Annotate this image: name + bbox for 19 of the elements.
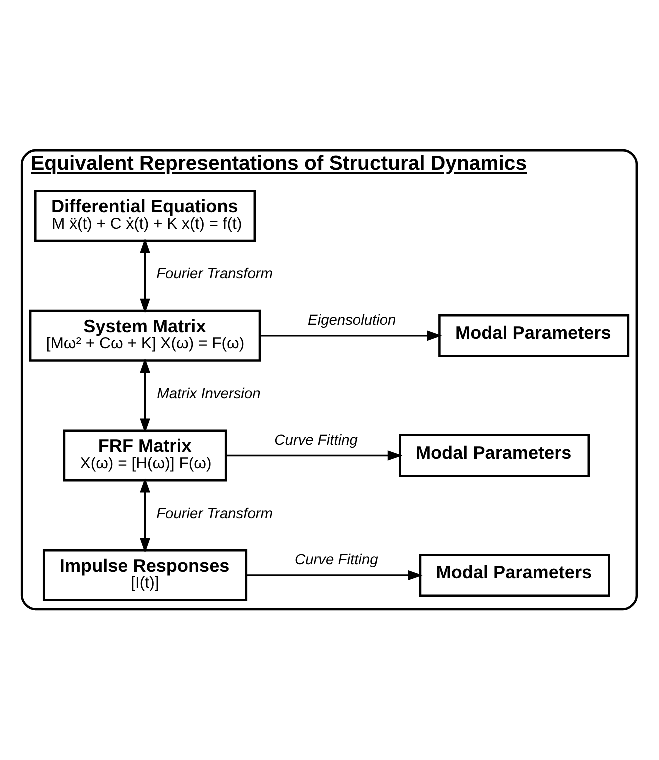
edge-label: Fourier Transform [156,506,274,522]
node-box: Modal Parameters [399,434,590,478]
arrow [226,450,403,461]
node-box: FRF Matrix X(ω) = [H(ω)] F(ω) [63,430,228,482]
edge-label: Matrix Inversion [157,386,261,403]
edge-label: Curve Fitting [295,552,378,569]
arrow [140,358,150,434]
arrow [140,238,150,314]
edge-label: Curve Fitting [274,432,358,449]
node-box: Impulse Responses [I(t)] [42,550,248,602]
arrow [246,570,423,581]
edge-label: Eigensolution [308,313,396,330]
node-box: Differential Equations M ẍ(t) + C ẋ(t) + K x(t) = f(t) [34,190,256,242]
node-box: System Matrix [Mω² + Cω + K] X(ω) = F(ω) [29,310,262,362]
node-box: Modal Parameters [419,554,610,597]
arrow [140,478,150,554]
arrow [260,330,442,342]
edge-label: Fourier Transform [156,266,274,283]
node-box: Modal Parameters [438,314,630,358]
